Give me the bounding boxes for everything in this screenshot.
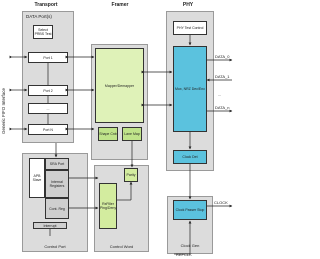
sra-port-box: SRA Port [45, 158, 69, 170]
apb-slave-box: APB Slave [29, 158, 45, 198]
refclk-label: REFCLK [176, 252, 192, 257]
shape-cnb-label: Shape Cnb [99, 132, 117, 136]
control-word-title: Control Word [109, 244, 134, 249]
mux-nrz-label: Mux, NRZ Dec/Enc [175, 87, 205, 91]
port-n-label: Port N [43, 127, 53, 132]
apb-slave-label: APB Slave [32, 174, 42, 182]
mux-nrz-box: Mux, NRZ Dec/Enc [173, 46, 207, 132]
sra-port-label: SRA Port [49, 162, 65, 166]
port-1-label: Port 1 [43, 55, 53, 60]
connector-lines [9, 35, 233, 255]
interrupt-label: Interrupt [43, 223, 57, 228]
port-2-label: Port 2 [43, 88, 53, 93]
phy-test-control-box: PHY Test Control [173, 21, 207, 35]
internal-registers-box: Internal Registers [45, 170, 69, 198]
data-n-label: DATA_n [215, 105, 230, 110]
cont-reg-label: Cont. Reg [49, 206, 65, 211]
phy-test-control-label: PHY Test Control [176, 26, 204, 30]
data-ellipsis-label: ... [218, 92, 222, 97]
rxfiller-label: RxFiller Ping/Deny [99, 202, 117, 210]
clock-det-label: Clock Det [182, 155, 198, 159]
select-prbs-test-box: Select PRBS Test [33, 25, 53, 39]
lane-map-box: Lane Map [122, 127, 142, 141]
data-1-label: DATA_1 [215, 74, 230, 79]
clock-passer-stop-label: Clock Passer Stop [175, 208, 205, 212]
transport-header: Transport [34, 2, 58, 8]
phy-header: PHY [182, 2, 194, 8]
clock-label: CLOCK [214, 200, 228, 205]
interrupt-box: Interrupt [33, 222, 67, 229]
port-ellipsis-box: ... [28, 103, 68, 114]
cont-reg-box: Cont. Reg [45, 198, 69, 219]
parity-box: Parity [124, 168, 138, 182]
data-0-label: DATA_0 [215, 54, 230, 59]
mapper-demapper-box: Mapper/Demapper [95, 48, 144, 123]
parity-label: Parity [126, 173, 136, 177]
port-ellipsis-label: ... [46, 106, 50, 111]
data-ports-label: DATA Port(s) [26, 14, 52, 19]
clock-passer-stop-box: Clock Passer Stop [173, 200, 207, 220]
lane-map-label: Lane Map [124, 132, 140, 136]
shape-cnb-box: Shape Cnb [98, 127, 118, 141]
mapper-demapper-label: Mapper/Demapper [104, 83, 135, 88]
select-prbs-test-label: Select PRBS Test [34, 28, 52, 36]
clock-det-box: Clock Det [173, 150, 207, 164]
internal-registers-label: Internal Registers [49, 180, 65, 188]
framer-header: Framer [111, 2, 129, 8]
rxfiller-box: RxFiller Ping/Deny [99, 183, 117, 229]
control-port-title: Control Port [44, 244, 66, 249]
